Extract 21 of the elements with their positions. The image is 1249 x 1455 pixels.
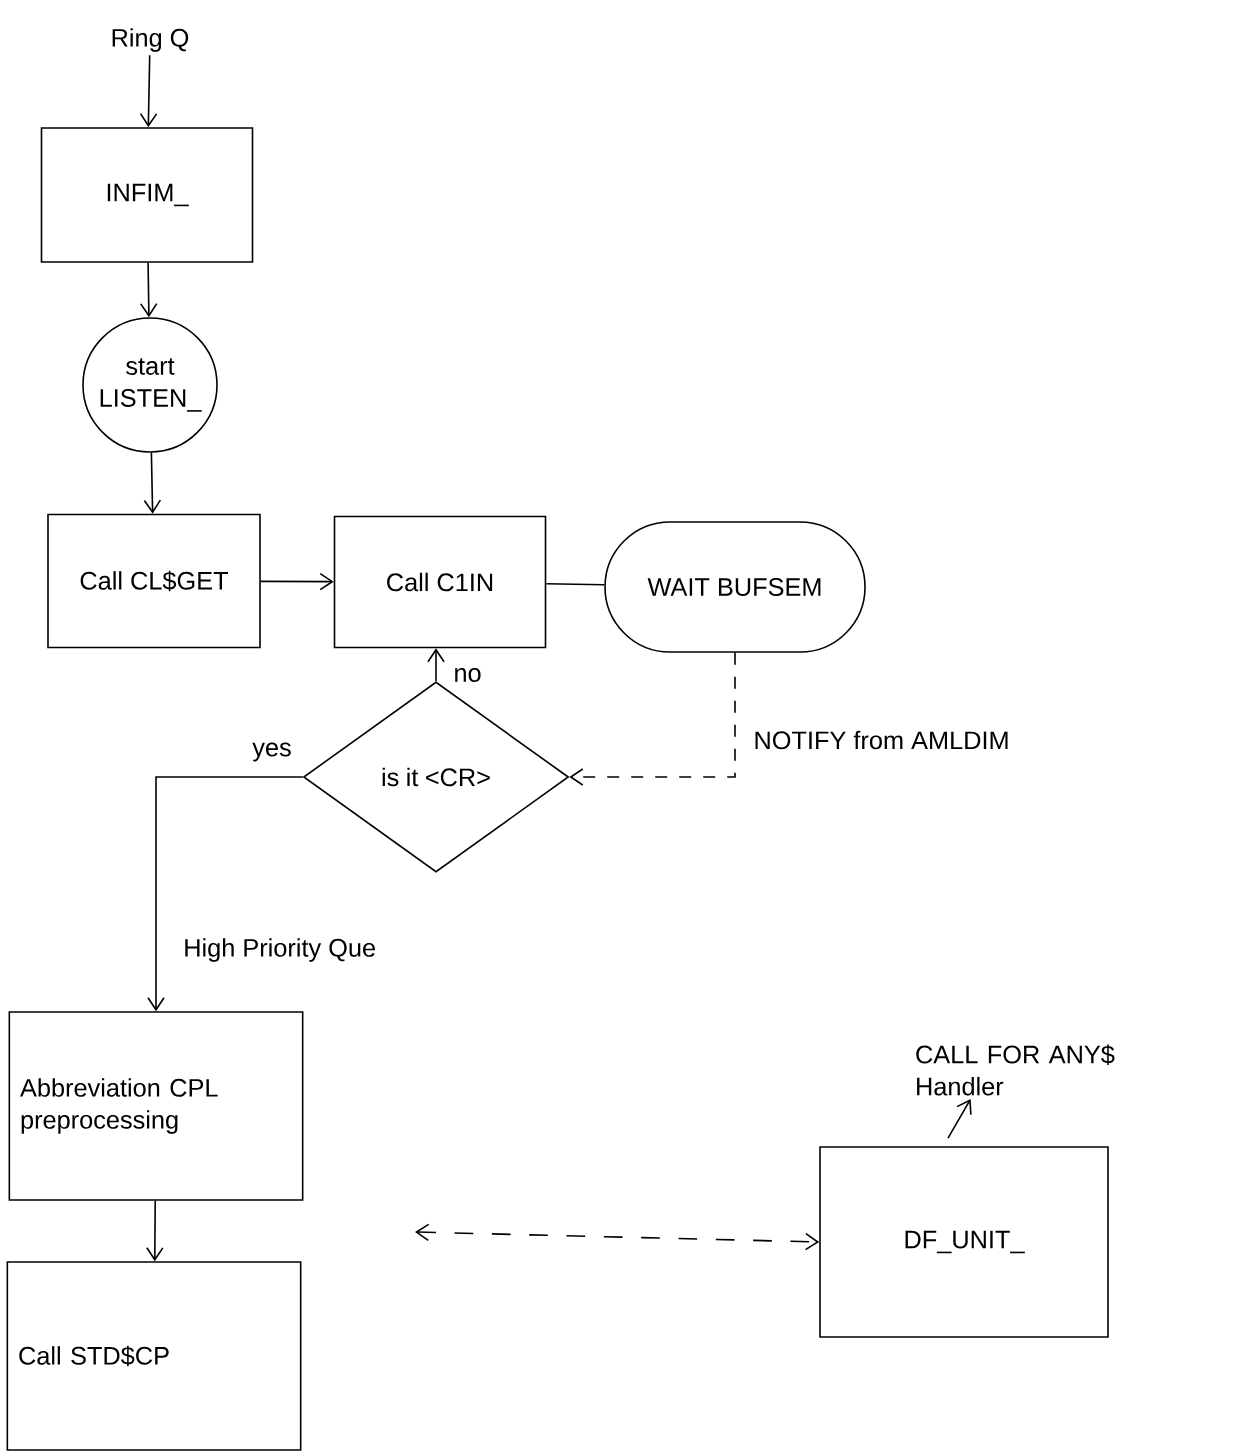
arrow: [427, 648, 445, 682]
wait-terminal: WAIT BUFSEM: [604, 521, 866, 653]
process-box: Call STD$CP: [6, 1261, 302, 1451]
arrow: [139, 54, 158, 128]
arrow: [260, 572, 334, 591]
note-text: High Priority Que: [185, 938, 375, 962]
process-box: DF_UNIT_: [819, 1146, 1109, 1338]
process-box: Call C1IN: [333, 515, 547, 649]
arrow: [143, 452, 162, 514]
arrow: [569, 652, 736, 786]
process-box: INFIM_: [40, 127, 254, 263]
edge-label: yes: [249, 739, 295, 765]
note-text: Ring Q: [112, 28, 189, 52]
arrow: [146, 1200, 164, 1262]
note-text: CALL FOR ANY$ Handler: [916, 1044, 1115, 1096]
arrow: [415, 1223, 820, 1251]
edge-label: NOTIFY from AMLDIM: [750, 728, 1013, 752]
arrow: [139, 262, 158, 318]
process-box: Call CL$GET: [47, 513, 261, 649]
arrow: [147, 776, 304, 1012]
process-box: Abbreviation CPL preprocessing: [8, 1011, 304, 1201]
